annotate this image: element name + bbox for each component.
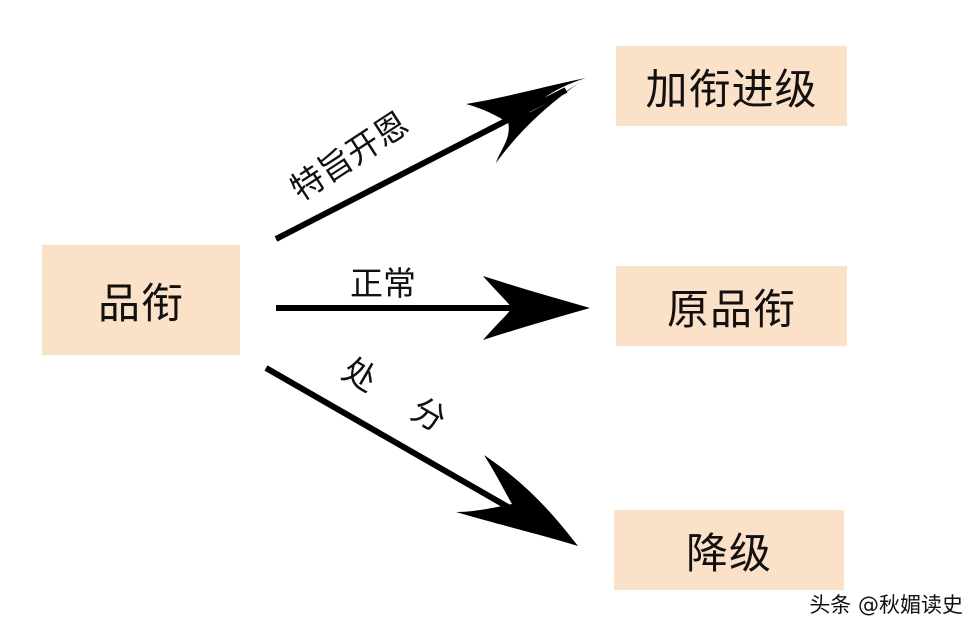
- arrow-up-head: [466, 78, 586, 163]
- arrow-down: [264, 365, 578, 546]
- edge-label-normal: 正常: [350, 264, 416, 303]
- node-source-label: 品衔: [97, 278, 184, 328]
- node-original-rank: 原品衔: [616, 266, 847, 346]
- arrow-same-head: [483, 276, 590, 340]
- node-promotion: 加衔进级: [616, 46, 847, 126]
- watermark: 头条 @秋媚读史: [809, 593, 963, 617]
- arrow-up: [274, 78, 586, 242]
- node-original-rank-label: 原品衔: [666, 284, 796, 334]
- arrow-same: [276, 276, 590, 340]
- node-source-rank: 品衔: [42, 245, 240, 355]
- node-demotion: 降级: [614, 510, 844, 590]
- node-promotion-label: 加衔进级: [645, 64, 818, 114]
- arrow-down-head: [456, 455, 578, 546]
- node-demotion-label: 降级: [685, 528, 772, 578]
